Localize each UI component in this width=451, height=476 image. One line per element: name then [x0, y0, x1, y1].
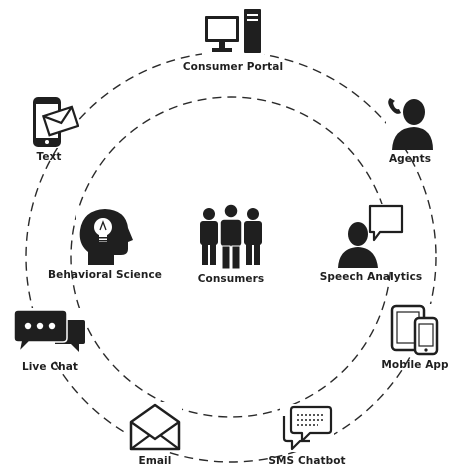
node-consumers: Consumers: [188, 202, 274, 285]
node-speech-analytics: Speech Analytics: [316, 204, 426, 283]
smartphone-message-icon: [19, 96, 79, 148]
node-behavioral-science: Behavioral Science: [45, 206, 165, 281]
node-label: Agents: [388, 153, 432, 165]
node-email: Email: [120, 402, 190, 467]
computer-icon: [202, 6, 264, 58]
node-agents: Agents: [375, 92, 445, 165]
people-group-icon: [197, 202, 265, 270]
node-text: Text: [14, 96, 84, 163]
head-lightbulb-icon: [76, 206, 134, 266]
node-label: Live Chat: [21, 361, 79, 373]
agent-phone-icon: [386, 92, 434, 150]
chat-bubbles-icon: [280, 404, 334, 452]
node-live-chat: Live Chat: [10, 308, 90, 373]
node-label: Consumer Portal: [182, 61, 284, 73]
node-label: Email: [138, 455, 172, 467]
node-sms-chatbot: SMS Chatbot: [262, 404, 352, 467]
envelope-icon: [128, 402, 182, 452]
tablet-phone-icon: [389, 304, 441, 356]
node-label: Speech Analytics: [319, 271, 423, 283]
node-label: Behavioral Science: [48, 269, 162, 281]
node-consumer-portal: Consumer Portal: [178, 6, 288, 73]
node-label: Consumers: [197, 273, 265, 285]
node-label: SMS Chatbot: [268, 455, 346, 467]
node-label: Text: [36, 151, 62, 163]
chat-bubbles-icon: [13, 308, 87, 358]
node-label: Mobile App: [381, 359, 449, 371]
node-mobile-app: Mobile App: [380, 304, 450, 371]
person-speech-icon: [336, 204, 406, 268]
